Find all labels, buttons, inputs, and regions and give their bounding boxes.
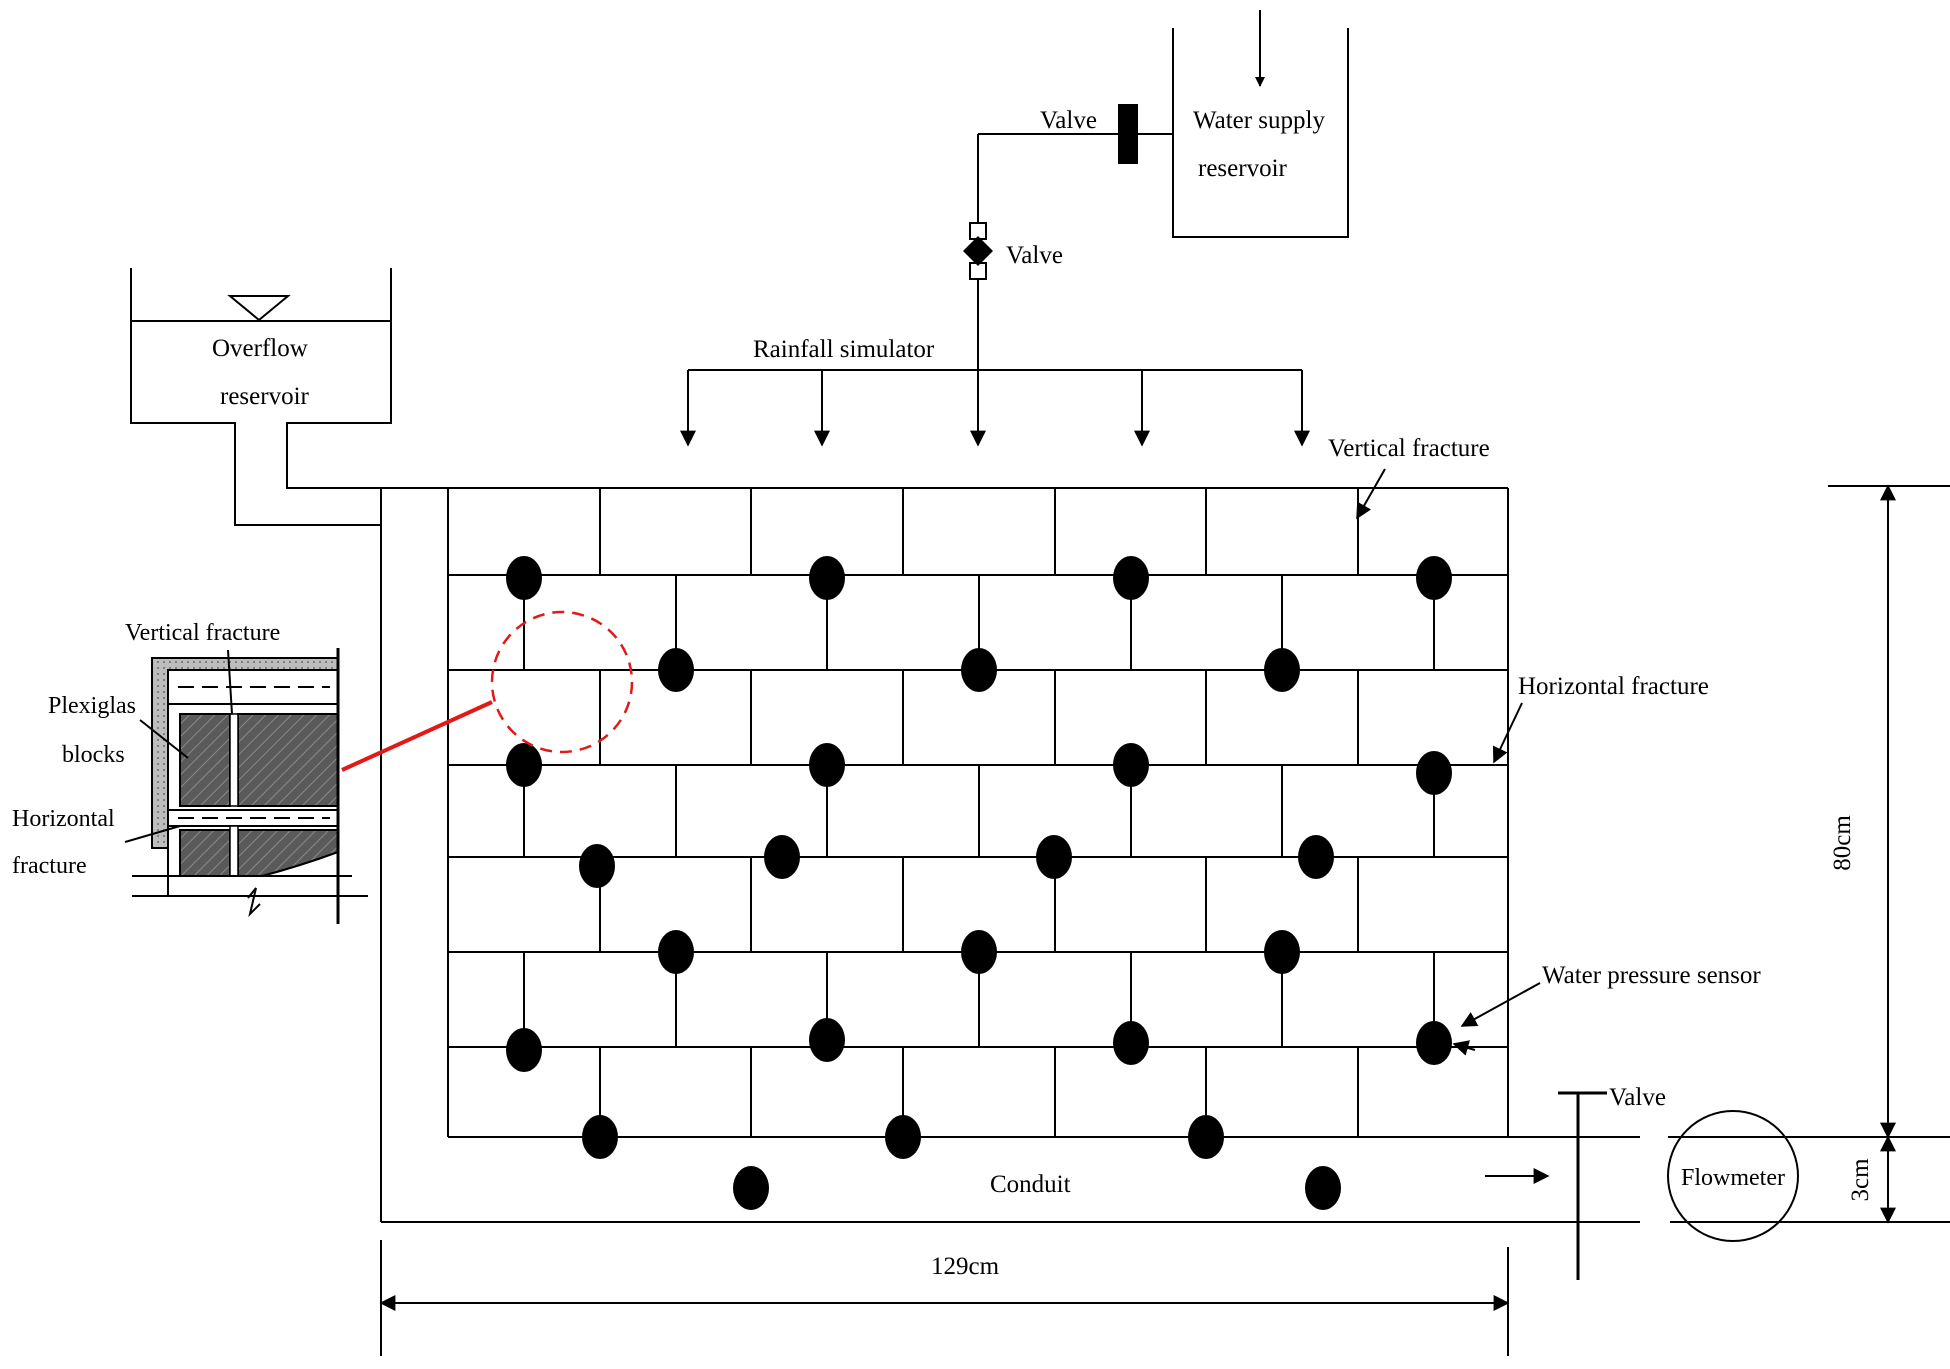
inset-plexiglas-label-line2: blocks bbox=[62, 742, 125, 768]
overflow-label-line1: Overflow bbox=[212, 335, 308, 362]
detail-connector-line bbox=[341, 700, 493, 772]
sensor bbox=[506, 743, 542, 787]
conduit-dimension-label: 3cm bbox=[1847, 1158, 1874, 1202]
vertical-fracture-arrow bbox=[1356, 468, 1386, 520]
sensor bbox=[1113, 1021, 1149, 1065]
water-pressure-sensor-label: Water pressure sensor bbox=[1542, 962, 1761, 989]
fracture-detail-inset bbox=[124, 648, 368, 924]
sensor bbox=[885, 1115, 921, 1159]
sensor bbox=[658, 930, 694, 974]
fracture-grid bbox=[448, 488, 1508, 1137]
sensor bbox=[1416, 1021, 1452, 1065]
inset-vertical-fracture-label: Vertical fracture bbox=[125, 620, 280, 646]
inset-horizontal-label-line1: Horizontal bbox=[12, 806, 115, 832]
width-dimension-label: 129cm bbox=[931, 1253, 1000, 1280]
sensor bbox=[506, 556, 542, 600]
sensor bbox=[1264, 648, 1300, 692]
inset-plexiglas-label-line1: Plexiglas bbox=[48, 693, 136, 719]
sensor bbox=[1416, 751, 1452, 795]
sensor bbox=[1113, 556, 1149, 600]
sensor bbox=[733, 1166, 769, 1210]
dimension-lines bbox=[379, 484, 1950, 1356]
flowmeter-label: Flowmeter bbox=[1681, 1165, 1785, 1191]
sensor bbox=[1113, 743, 1149, 787]
sensor bbox=[764, 835, 800, 879]
sensor-arrow-2 bbox=[1452, 1040, 1476, 1056]
rainfall-simulator-label: Rainfall simulator bbox=[753, 336, 935, 363]
water-supply-label-line1: Water supply bbox=[1193, 107, 1325, 134]
sensor bbox=[1188, 1115, 1224, 1159]
outlet-valve-label: Valve bbox=[1609, 1084, 1666, 1111]
supply-pipe bbox=[977, 133, 1173, 370]
overflow-reservoir bbox=[130, 268, 392, 526]
valve-top-icon[interactable] bbox=[1118, 104, 1138, 164]
sensor bbox=[1416, 556, 1452, 600]
inset-horizontal-label-line2: fracture bbox=[12, 853, 87, 879]
sensor bbox=[1036, 835, 1072, 879]
sensor bbox=[1305, 1166, 1341, 1210]
sensor bbox=[582, 1115, 618, 1159]
outlet-valve-icon[interactable] bbox=[1558, 1091, 1607, 1280]
water-supply-label-line2: reservoir bbox=[1198, 155, 1288, 182]
flowmeter bbox=[1667, 1110, 1799, 1242]
sensor bbox=[506, 1028, 542, 1072]
valve-mid-icon[interactable] bbox=[963, 222, 993, 280]
sensor bbox=[961, 648, 997, 692]
vertical-fracture-label: Vertical fracture bbox=[1328, 435, 1490, 462]
sensor bbox=[658, 648, 694, 692]
sensor bbox=[809, 556, 845, 600]
horizontal-fracture-label: Horizontal fracture bbox=[1518, 673, 1709, 700]
height-dimension-label: 80cm bbox=[1829, 815, 1856, 871]
sensor bbox=[1264, 930, 1300, 974]
valve-top-label: Valve bbox=[1040, 107, 1097, 134]
sensor bbox=[579, 844, 615, 888]
conduit-label: Conduit bbox=[990, 1171, 1071, 1198]
rainfall-simulator bbox=[680, 369, 1310, 447]
sensor bbox=[961, 930, 997, 974]
sensor bbox=[1298, 835, 1334, 879]
horizontal-fracture-arrow bbox=[1492, 702, 1523, 764]
sensor bbox=[809, 743, 845, 787]
overflow-label-line2: reservoir bbox=[220, 383, 310, 410]
water-pressure-sensors bbox=[506, 556, 1452, 1210]
sensor-arrow-1 bbox=[1460, 982, 1541, 1027]
detail-highlight-circle bbox=[490, 610, 634, 754]
valve-mid-label: Valve bbox=[1006, 242, 1063, 269]
water-supply-reservoir bbox=[1172, 10, 1349, 238]
sensor bbox=[809, 1018, 845, 1062]
tank-outline bbox=[380, 487, 1640, 1223]
